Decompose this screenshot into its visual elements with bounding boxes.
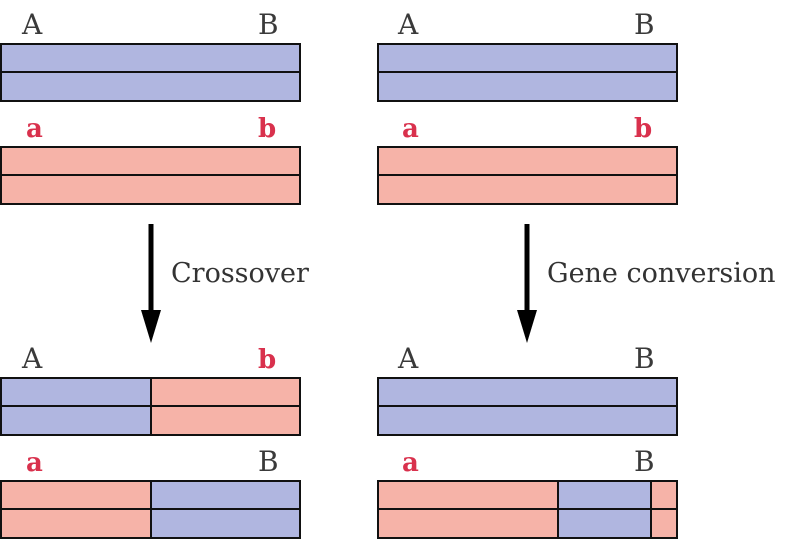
gene-conversion-before-bottom-chromosome [377, 146, 678, 205]
gene-conversion-before-top-right-label: B [634, 8, 655, 41]
gene-conversion-after-top-right-label: B [634, 342, 655, 375]
arrow-head [141, 310, 161, 343]
crossover-step-label: Crossover [171, 258, 309, 289]
crossover-after-bottom-left-label: a [26, 448, 43, 478]
gene-conversion-before-top-left-label: A [397, 8, 419, 41]
crossover-after-bottom-chromosome [0, 480, 301, 539]
gene-conversion-before-top-chromosome [377, 43, 678, 102]
crossover-before-bottom-left-label: a [26, 114, 43, 144]
crossover-after-top-right-label: b [258, 345, 276, 375]
gene-conversion-after-bottom-left-label: a [402, 448, 419, 478]
gene-conversion-after-bottom-chromosome [377, 480, 678, 539]
crossover-before-bottom-chromosome [0, 146, 301, 205]
gene-conversion-step-label: Gene conversion [547, 258, 776, 289]
crossover-after-top-left-label: A [21, 342, 43, 375]
gene-conversion-after-top-chromosome [377, 377, 678, 436]
arrow-head [517, 310, 537, 343]
gene-conversion-before-bottom-left-label: a [402, 114, 419, 144]
gene-conversion-before-bottom-right-label: b [634, 114, 652, 144]
gene-conversion-arrow [517, 224, 537, 343]
crossover-after-top-chromosome [0, 377, 301, 436]
crossover-before-bottom-right-label: b [258, 114, 276, 144]
crossover-after-bottom-right-label: B [258, 445, 279, 478]
crossover-before-top-right-label: B [258, 8, 279, 41]
gene-conversion-after-top-left-label: A [397, 342, 419, 375]
crossover-arrow [141, 224, 161, 343]
gene-conversion-after-bottom-right-label: B [634, 445, 655, 478]
crossover-before-top-chromosome [0, 43, 301, 102]
crossover-before-top-left-label: A [21, 8, 43, 41]
